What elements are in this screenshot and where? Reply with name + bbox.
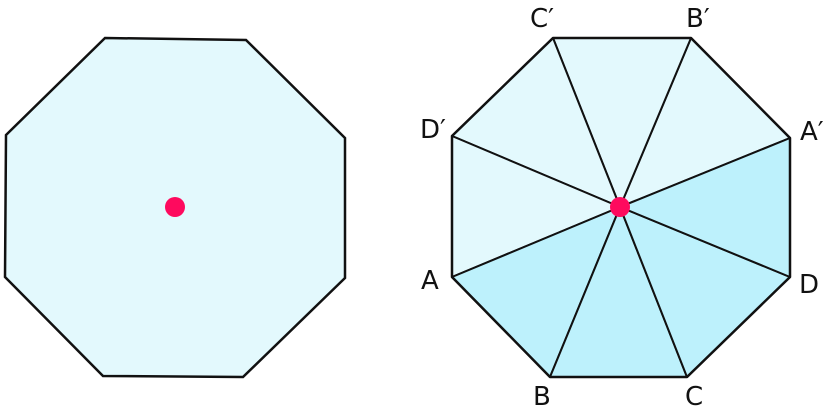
label-d: D [799,270,819,300]
right-octagon [450,36,792,379]
right-center-dot [610,197,630,217]
label-b: B [533,382,551,410]
label-a: A [421,266,439,296]
right-octagon-outline [450,36,792,379]
label-a-prime: A′ [800,117,824,147]
label-b-prime: B′ [686,4,710,34]
left-center-dot [165,197,185,217]
label-c-prime: C′ [530,4,554,34]
label-d-prime: D′ [420,115,446,145]
label-c: C [685,382,703,410]
